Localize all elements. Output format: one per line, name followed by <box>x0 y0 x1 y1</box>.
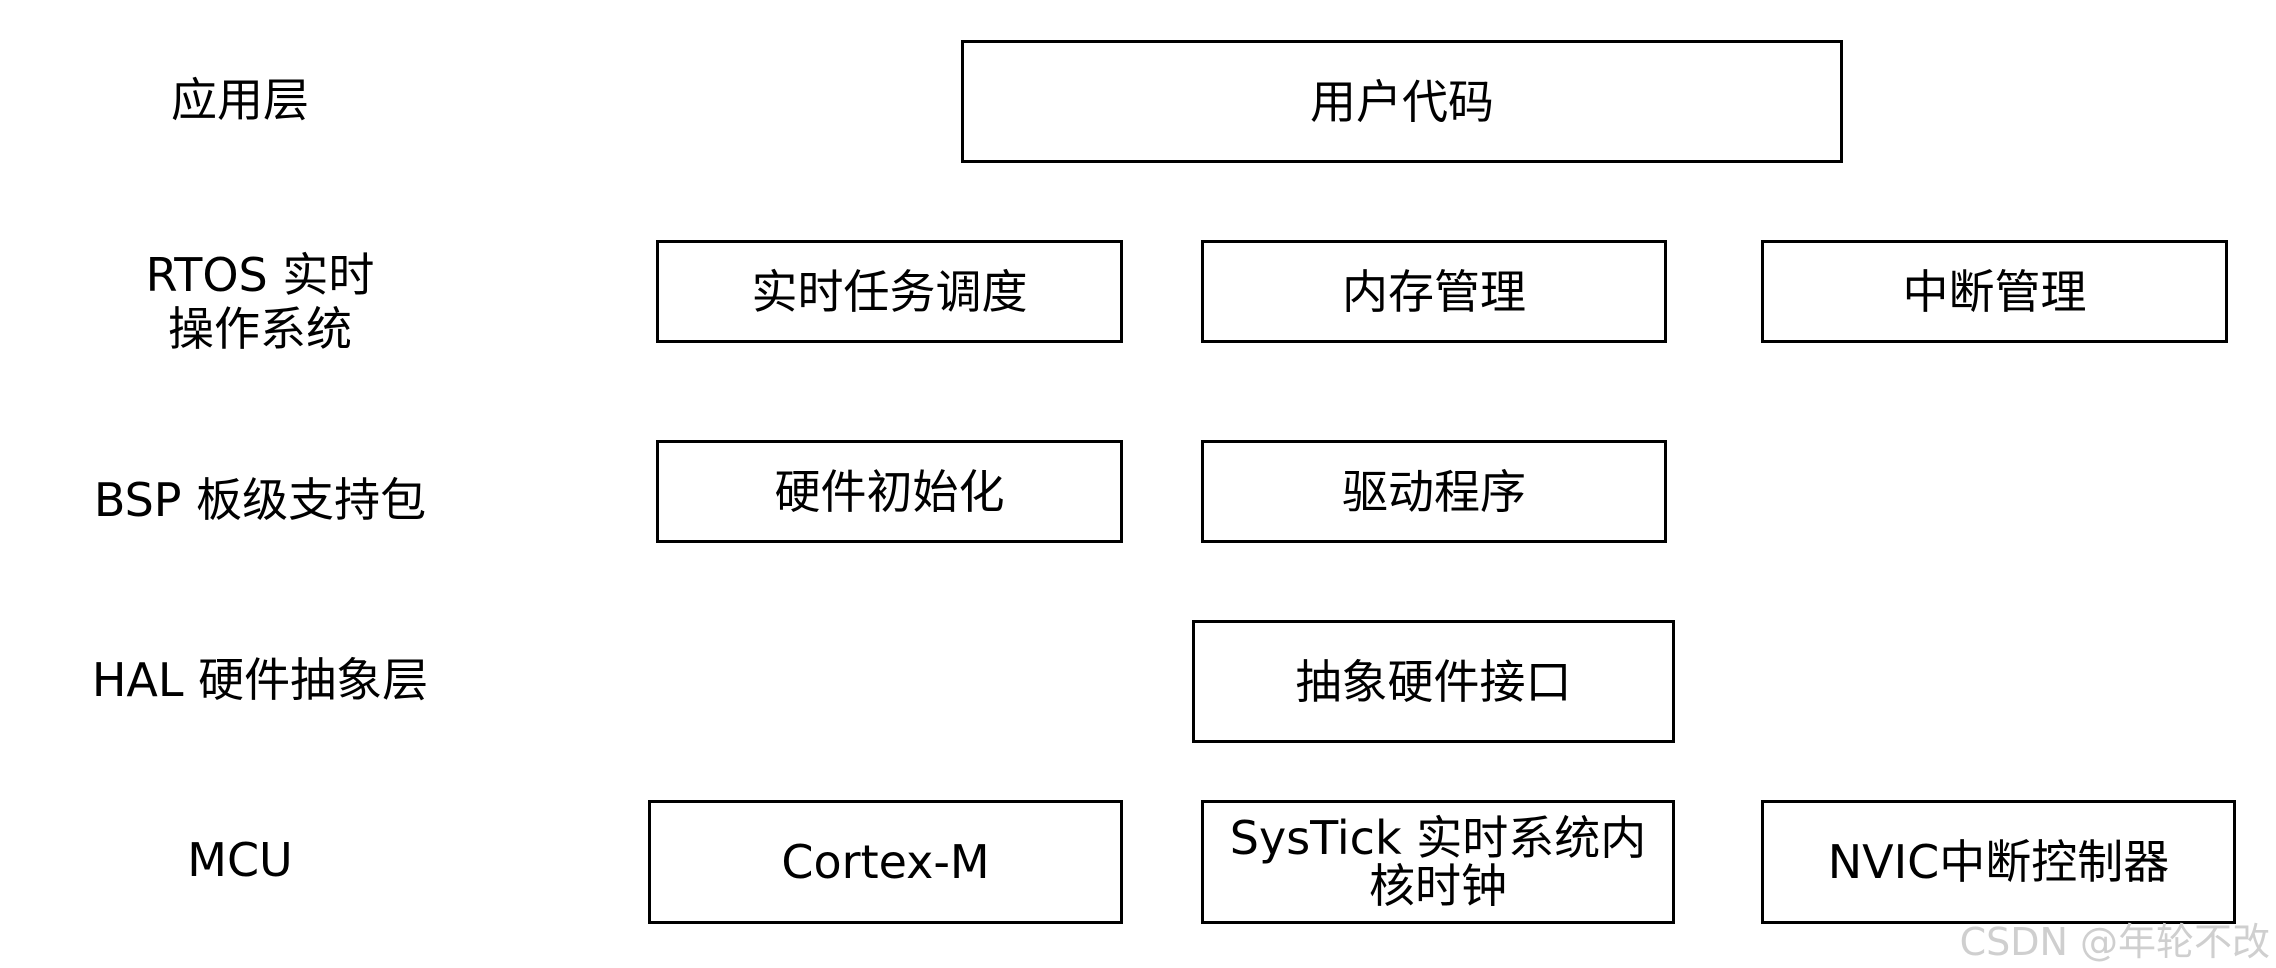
layer-label-rtos: RTOS 实时 操作系统 <box>145 248 375 356</box>
box-interrupt-management: 中断管理 <box>1761 240 2228 343</box>
box-hardware-init: 硬件初始化 <box>656 440 1123 543</box>
layer-label-application: 应用层 <box>171 73 309 127</box>
box-user-code: 用户代码 <box>961 40 1843 163</box>
box-systick: SysTick 实时系统内 核时钟 <box>1201 800 1675 924</box>
layer-label-mcu: MCU <box>187 833 293 887</box>
layer-label-hal: HAL 硬件抽象层 <box>91 653 429 707</box>
box-nvic: NVIC中断控制器 <box>1761 800 2236 924</box>
box-driver-program: 驱动程序 <box>1201 440 1667 543</box>
box-abstract-hardware-interface: 抽象硬件接口 <box>1192 620 1675 743</box>
box-memory-management: 内存管理 <box>1201 240 1667 343</box>
watermark: CSDN @年轮不改 <box>1959 920 2270 964</box>
box-realtime-task-scheduling: 实时任务调度 <box>656 240 1123 343</box>
box-cortex-m: Cortex-M <box>648 800 1123 924</box>
layer-label-bsp: BSP 板级支持包 <box>93 473 427 527</box>
